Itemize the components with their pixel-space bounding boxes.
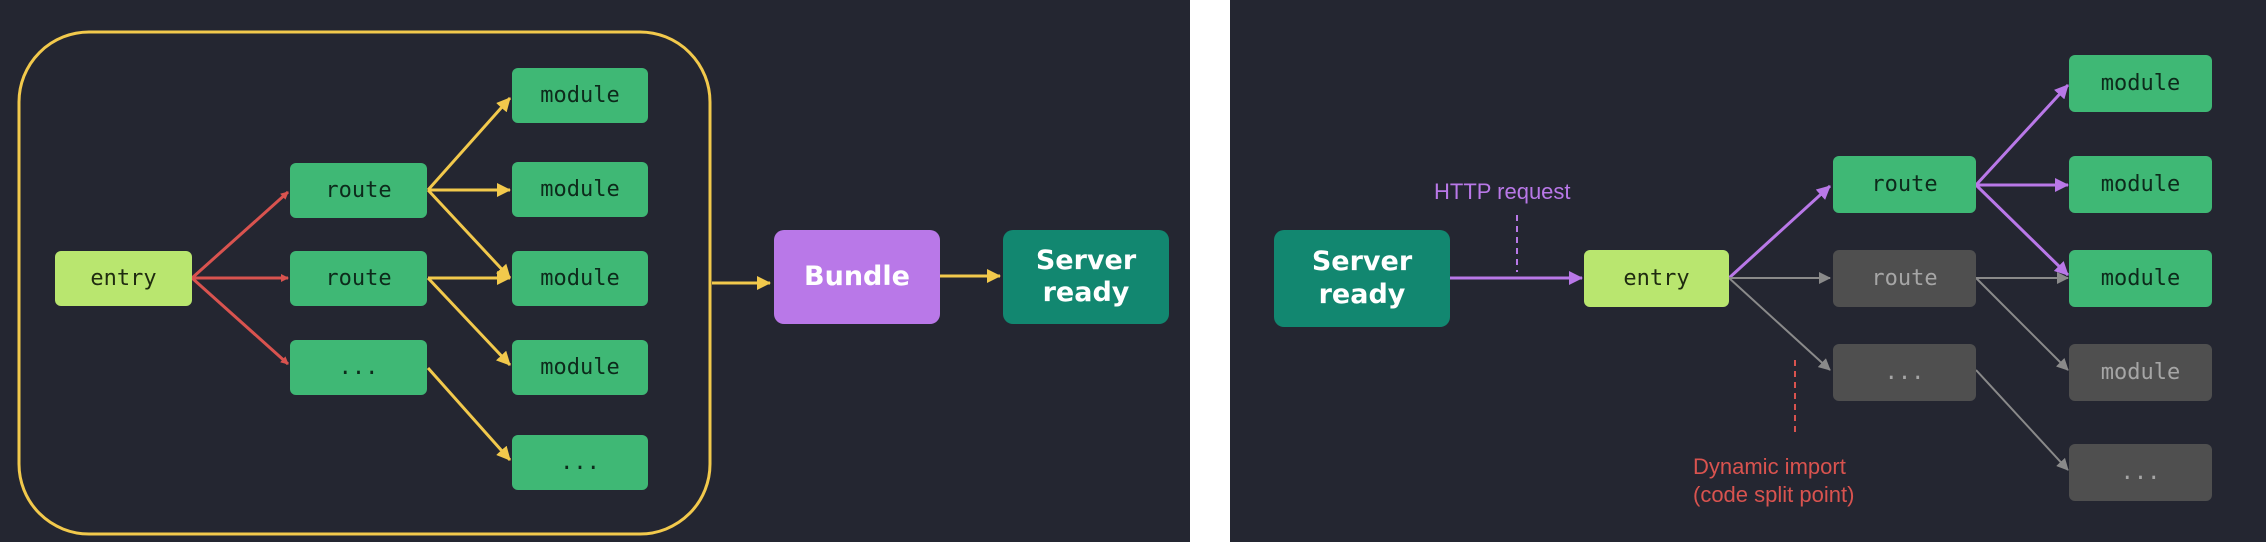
module-node: module	[2069, 55, 2212, 112]
module-node: module	[512, 340, 648, 395]
arrow-route1-module3	[426, 188, 512, 280]
route-node: route	[1833, 156, 1976, 213]
route-node: route	[290, 163, 427, 218]
module-node: module	[2069, 250, 2212, 307]
route-to-module-arrows	[426, 97, 1001, 461]
dynamic-import-label: Dynamic import (code split point)	[1693, 454, 1855, 507]
arrow-route1-module1	[426, 97, 512, 191]
arrow-route2-module4	[1975, 277, 2069, 371]
entry-node: entry	[1584, 250, 1729, 307]
arrow-entry-route-3	[1728, 277, 1831, 371]
arrow-route1-module3	[1974, 183, 2070, 277]
arrow-entry-route-3	[190, 276, 290, 366]
bundle-based-dev-server-diagram: entry route route ... module module modu…	[0, 0, 1190, 542]
native-esm-dev-server-diagram: Server ready HTTP request entry route ro…	[1230, 0, 2266, 542]
arrow-route2-module4	[426, 276, 512, 367]
unloaded-path-arrows	[1728, 272, 2069, 471]
arrow-route1-module1	[1974, 83, 2070, 187]
entry-node: entry	[55, 251, 192, 306]
arrow-route3-module5	[1975, 369, 2069, 471]
module-node: ...	[512, 435, 648, 490]
arrow-entry-route-1	[1727, 184, 1832, 280]
entry-to-route-arrows	[190, 190, 290, 366]
esm-diagram-connectors	[1450, 83, 2070, 471]
route-node: ...	[1833, 344, 1976, 401]
bundle-boundary-outline	[17, 30, 712, 536]
arrow-entry-route-1	[190, 190, 290, 280]
module-node: module	[2069, 344, 2212, 401]
module-node: module	[512, 251, 648, 306]
module-node: module	[512, 162, 648, 217]
loaded-path-arrows	[1450, 83, 2070, 285]
server-ready-node: Server ready	[1003, 230, 1169, 324]
route-node: route	[1833, 250, 1976, 307]
server-ready-node: Server ready	[1274, 230, 1450, 327]
route-node: route	[290, 251, 427, 306]
arrow-route3-module5	[426, 367, 512, 461]
http-request-label: HTTP request	[1434, 179, 1571, 204]
route-node: ...	[290, 340, 427, 395]
module-node: module	[512, 68, 648, 123]
module-node: module	[2069, 156, 2212, 213]
bundle-diagram-connectors	[17, 30, 1001, 536]
bundle-node: Bundle	[774, 230, 940, 324]
module-node: ...	[2069, 444, 2212, 501]
